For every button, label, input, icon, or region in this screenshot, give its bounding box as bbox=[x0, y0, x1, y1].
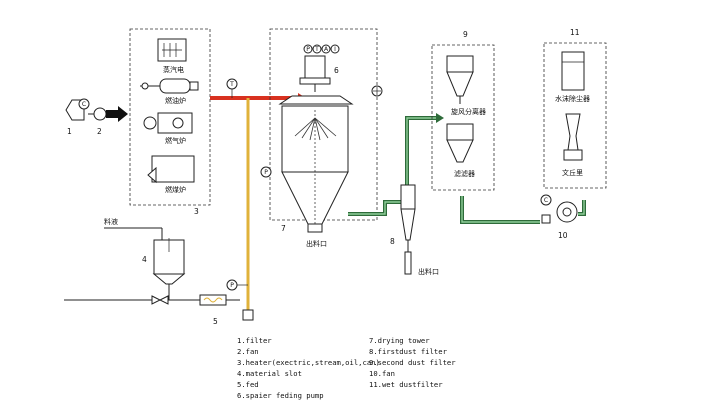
svg-text:T: T bbox=[314, 46, 319, 53]
wet-filter-box bbox=[543, 42, 607, 189]
exhaust-pipe-2 bbox=[405, 116, 440, 185]
legend-item: 6.spaier feding pump bbox=[237, 391, 324, 400]
bag-filter-label: 滤滤器 bbox=[454, 169, 475, 178]
legend-item: 1.filter bbox=[237, 336, 272, 345]
oil-furnace-icon bbox=[140, 78, 199, 94]
feed-pump bbox=[242, 309, 254, 321]
legend-item: 10.fan bbox=[369, 369, 395, 378]
drying-tower bbox=[281, 105, 349, 233]
filter-icon: C bbox=[65, 98, 90, 121]
steam-boiler-label: 蒸汽电 bbox=[163, 65, 184, 74]
label-9: 9 bbox=[463, 30, 468, 39]
label-6: 6 bbox=[334, 66, 339, 75]
label-11: 11 bbox=[570, 28, 580, 37]
svg-text:I: I bbox=[334, 46, 336, 53]
bag-filter bbox=[446, 123, 474, 163]
second-filter-box bbox=[431, 44, 495, 191]
coal-furnace-label: 燃煤炉 bbox=[165, 185, 186, 194]
venturi-label: 文丘里 bbox=[562, 168, 583, 177]
fan-gauge bbox=[540, 194, 552, 206]
air-distributor bbox=[278, 95, 354, 105]
label-5: 5 bbox=[213, 317, 218, 326]
pressure-gauge-tower bbox=[260, 166, 272, 178]
material-tank bbox=[152, 238, 186, 285]
legend-item: 9.second dust filter bbox=[369, 358, 456, 367]
spray-pattern bbox=[294, 117, 337, 141]
cyclone-outlet-label: 出料口 bbox=[418, 267, 439, 276]
steam-boiler-icon bbox=[157, 38, 187, 62]
label-4: 4 bbox=[142, 255, 147, 264]
coal-furnace-icon bbox=[147, 155, 195, 184]
legend-right: 7.drying tower 8.firstdust filter 9.seco… bbox=[369, 336, 456, 389]
label-3: 3 bbox=[194, 207, 199, 216]
legend-item: 11.wet dustfilter bbox=[369, 380, 443, 389]
fan-icon bbox=[88, 107, 107, 121]
temperature-gauge-label: T bbox=[229, 81, 234, 88]
legend-item: 3.heater(exectric,stream,oil,can) bbox=[237, 358, 380, 367]
label-10: 10 bbox=[558, 231, 568, 240]
cyclone-separator-label: 旋风分离器 bbox=[451, 107, 486, 116]
heater-group-box bbox=[129, 28, 211, 206]
label-2: 2 bbox=[97, 127, 102, 136]
svg-text:P: P bbox=[230, 282, 234, 289]
legend-item: 4.material slot bbox=[237, 369, 302, 378]
exhaust-arrow-1 bbox=[436, 113, 444, 123]
legend-left: 1.filter 2.fan 3.heater(exectric,stream,… bbox=[237, 336, 380, 400]
legend-item: 7.drying tower bbox=[369, 336, 430, 345]
venturi-icon bbox=[563, 113, 583, 161]
feed-valve bbox=[151, 295, 169, 305]
svg-text:P: P bbox=[306, 46, 310, 53]
svg-text:C: C bbox=[544, 197, 548, 204]
gas-furnace-label: 燃气炉 bbox=[165, 136, 186, 145]
svg-text:P: P bbox=[264, 169, 268, 176]
exhaust-pipe-3 bbox=[460, 196, 540, 224]
gas-furnace-icon bbox=[143, 112, 193, 134]
wet-scrubber bbox=[561, 51, 585, 91]
label-8: 8 bbox=[390, 237, 395, 246]
exhaust-pipe-4 bbox=[578, 200, 586, 216]
feed-filter bbox=[199, 294, 227, 306]
label-7: 7 bbox=[281, 224, 286, 233]
legend-item: 5.fed bbox=[237, 380, 259, 389]
svg-text:A: A bbox=[324, 46, 329, 53]
feed-liquid-label: 料液 bbox=[104, 217, 118, 226]
atomizer bbox=[299, 55, 331, 92]
exhaust-fan bbox=[541, 201, 578, 224]
exhaust-pipe-1 bbox=[348, 185, 409, 216]
svg-text:C: C bbox=[82, 101, 86, 108]
air-flow-arrow bbox=[106, 106, 128, 122]
first-cyclone bbox=[400, 184, 416, 275]
legend-item: 8.firstdust filter bbox=[369, 347, 448, 356]
instrument-gauges: P T A I bbox=[303, 44, 340, 54]
legend-item: 2.fan bbox=[237, 347, 259, 356]
second-cyclone bbox=[446, 55, 474, 104]
wet-scrubber-label: 水沫除尘器 bbox=[555, 94, 590, 103]
tower-outlet-label: 出料口 bbox=[306, 239, 327, 248]
label-1: 1 bbox=[67, 127, 72, 136]
oil-furnace-label: 燃油炉 bbox=[165, 96, 186, 105]
